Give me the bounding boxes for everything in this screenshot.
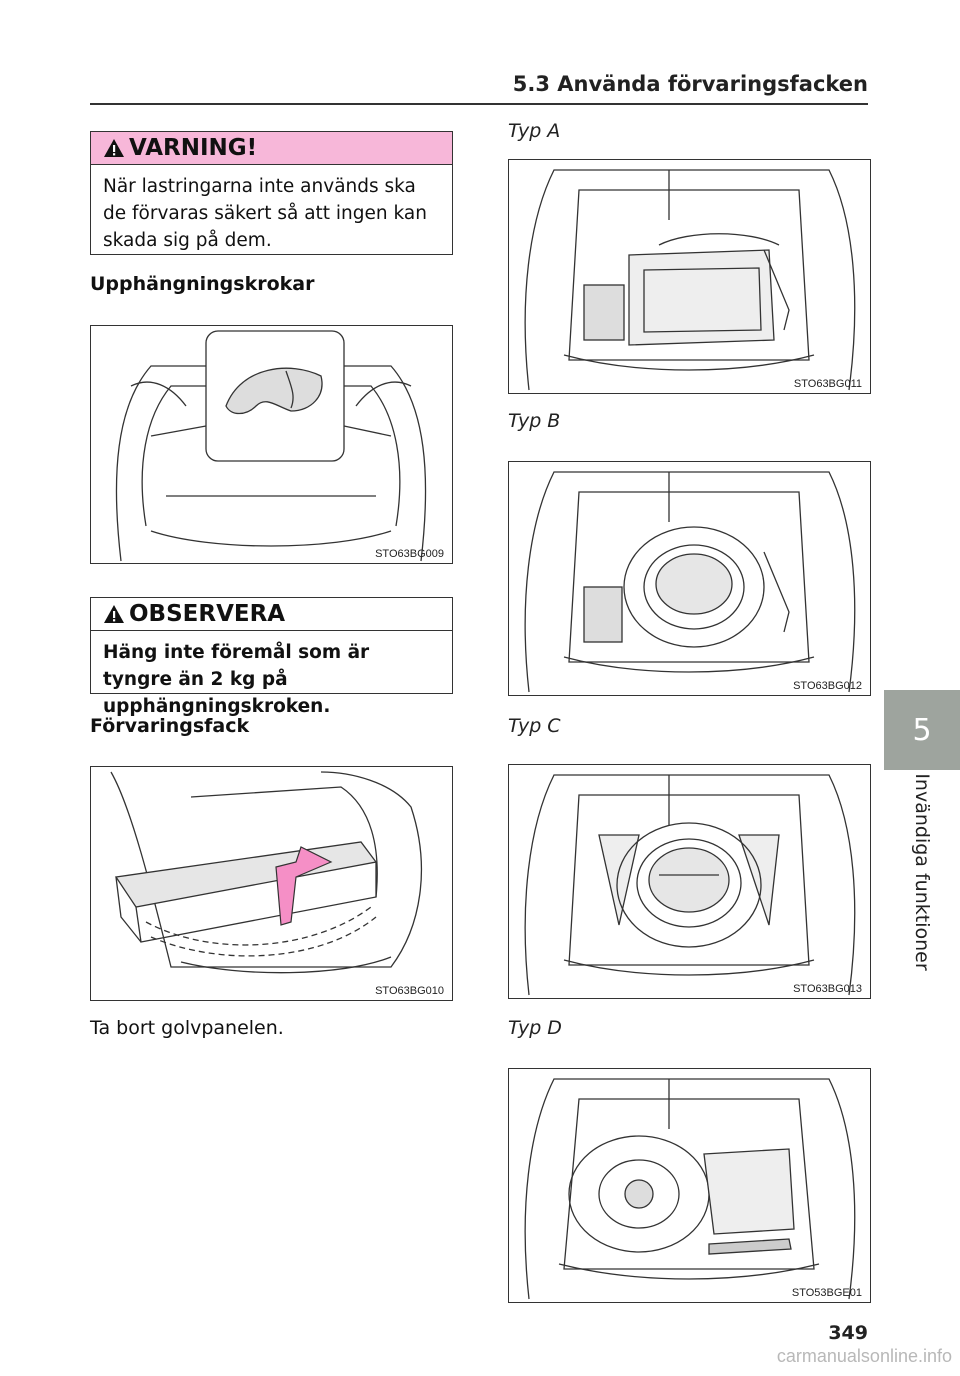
- chapter-title: Invändiga funktioner: [911, 773, 933, 971]
- figure-code: STO63BG013: [793, 983, 862, 995]
- type-b-illustration: [524, 471, 856, 693]
- chapter-tab: 5: [884, 690, 960, 770]
- figure-code: STO63BG011: [793, 378, 862, 390]
- type-c-figure: STO63BG013: [508, 764, 871, 999]
- storage-caption: Ta bort golvpanelen.: [90, 1017, 284, 1039]
- page-number: 349: [828, 1322, 868, 1344]
- type-b-figure: STO63BG012: [508, 461, 871, 696]
- notice-header: OBSERVERA: [91, 598, 452, 631]
- warning-text: När lastringarna inte används ska de för…: [103, 176, 427, 251]
- notice-box: OBSERVERA Häng inte föremål som är tyngr…: [90, 597, 453, 717]
- storage-heading: Förvaringsfack: [90, 715, 250, 737]
- type-d-illustration: [524, 1078, 856, 1300]
- storage-figure: STO63BG010: [90, 766, 453, 1001]
- type-d-label: Typ D: [508, 1017, 562, 1039]
- type-c-label: Typ C: [508, 715, 561, 737]
- warning-header: VARNING!: [91, 132, 452, 165]
- floor-panel-illustration: [110, 771, 423, 974]
- figure-code: STO63BG010: [375, 985, 444, 997]
- hooks-figure: STO63BG009: [90, 325, 453, 564]
- notice-text: Häng inte föremål som är tyngre än 2 kg …: [103, 642, 370, 717]
- type-b-label: Typ B: [508, 410, 561, 432]
- warning-box: VARNING! När lastringarna inte används s…: [90, 131, 453, 255]
- hooks-heading: Upphängningskrokar: [90, 273, 315, 295]
- type-a-figure: STO63BG011: [508, 159, 871, 394]
- type-d-figure: STO53BGE01: [508, 1068, 871, 1303]
- notice-title: OBSERVERA: [129, 601, 286, 627]
- figure-code: STO53BGE01: [791, 1287, 862, 1299]
- chapter-number: 5: [912, 712, 932, 748]
- header-rule: [90, 103, 868, 105]
- section-title: 5.3 Använda förvaringsfacken: [512, 72, 868, 96]
- warning-icon: [104, 605, 124, 623]
- trunk-hooks-illustration: [115, 330, 427, 562]
- figure-code: STO63BG012: [793, 680, 862, 692]
- warning-title: VARNING!: [129, 135, 258, 161]
- type-a-illustration: [524, 169, 856, 391]
- warning-icon: [104, 139, 124, 157]
- type-a-label: Typ A: [508, 120, 561, 142]
- figure-code: STO63BG009: [375, 548, 444, 560]
- type-c-illustration: [524, 774, 856, 996]
- watermark: carmanualsonline.info: [776, 1346, 952, 1366]
